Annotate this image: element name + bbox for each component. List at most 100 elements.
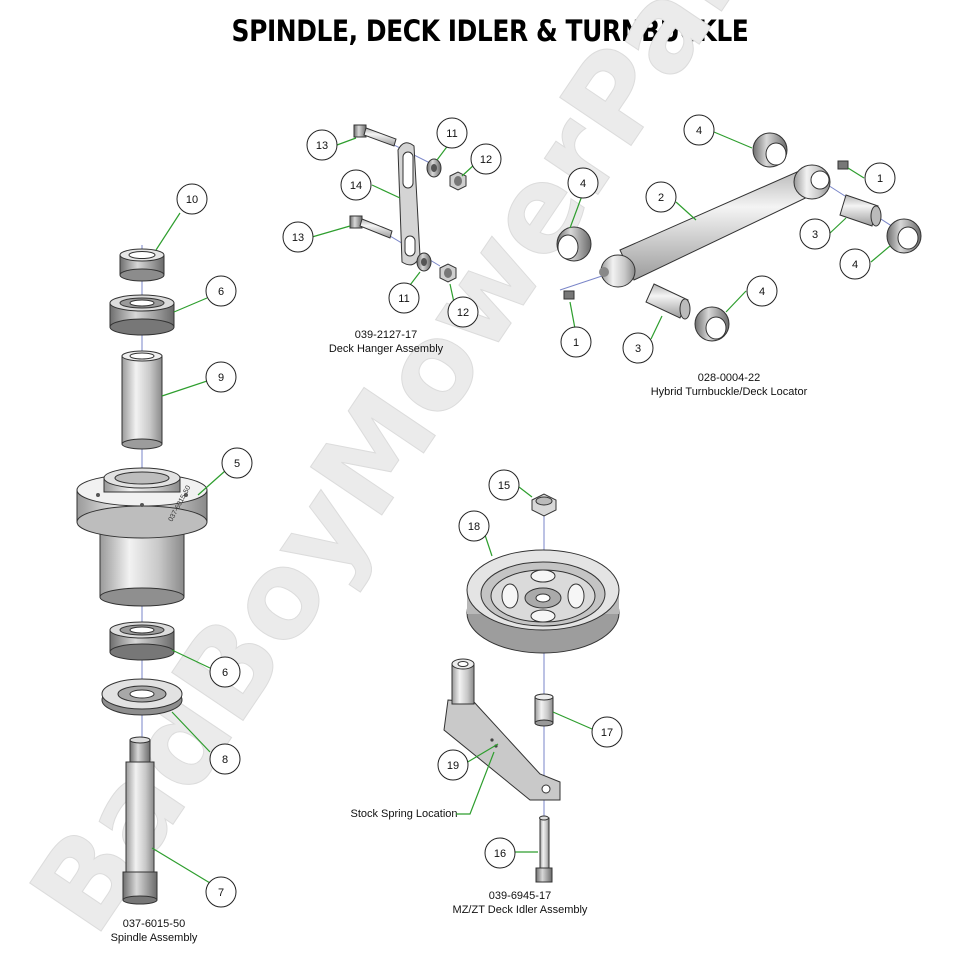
svg-text:17: 17 (601, 727, 613, 739)
idler-bolt-16 (535, 815, 553, 883)
turnbuckle-part-number: 028-0004-22 (698, 372, 760, 384)
spindle-part-number: 037-6015-50 (123, 918, 185, 930)
idler-nut-15 (531, 493, 557, 517)
callout-1-top: 1 (864, 162, 896, 194)
idler-name: MZ/ZT Deck Idler Assembly (453, 904, 588, 916)
bushing-4-top (752, 132, 788, 168)
callout-6-upper: 6 (205, 275, 237, 307)
callout-1-lower: 1 (560, 326, 592, 358)
idler-arm-19 (443, 658, 561, 801)
svg-text:14: 14 (350, 180, 362, 192)
callout-2: 2 (645, 181, 677, 213)
spindle-assembly: 037-6015-50 (76, 245, 208, 905)
spindle-housing-5: 037-6015-50 (76, 467, 208, 607)
hanger-arm-14 (397, 142, 421, 266)
svg-text:15: 15 (498, 480, 510, 492)
bushing-4-bottom (694, 306, 730, 342)
callout-6-lower: 6 (209, 656, 241, 688)
svg-text:4: 4 (696, 125, 702, 137)
svg-text:13: 13 (316, 140, 328, 152)
callout-11-upper: 11 (436, 117, 468, 149)
svg-text:11: 11 (446, 128, 457, 140)
svg-text:4: 4 (759, 286, 765, 298)
idler-spacer-17 (534, 693, 554, 727)
svg-text:12: 12 (480, 154, 492, 166)
nut-11-lower (416, 252, 432, 272)
spacer-3-lower (645, 283, 691, 320)
seal-plate-8 (101, 678, 183, 716)
svg-text:18: 18 (468, 521, 480, 533)
callout-10: 10 (176, 183, 208, 215)
locknut-12-lower (439, 263, 457, 283)
svg-text:7: 7 (218, 887, 224, 899)
callout-12-upper: 12 (470, 143, 502, 175)
bushing-4-left (556, 226, 592, 262)
spacer-tube-9 (121, 350, 163, 450)
deck-hanger-name: Deck Hanger Assembly (329, 343, 444, 355)
callout-19: 19 (437, 749, 469, 781)
svg-text:6: 6 (222, 667, 228, 679)
turnbuckle-name: Hybrid Turnbuckle/Deck Locator (651, 386, 808, 398)
callout-9: 9 (205, 361, 237, 393)
callout-16: 16 (484, 837, 516, 869)
turnbuckle-tube-2 (599, 164, 831, 288)
svg-text:9: 9 (218, 372, 224, 384)
set-screw-1-top (837, 160, 849, 170)
callout-8: 8 (209, 743, 241, 775)
page-title: SPINDLE, DECK IDLER & TURNBUCKLE (231, 14, 749, 48)
svg-text:4: 4 (580, 178, 586, 190)
bearing-6-upper (109, 294, 175, 336)
callout-4-left: 4 (567, 167, 599, 199)
spindle-name: Spindle Assembly (111, 932, 198, 944)
svg-text:11: 11 (398, 293, 409, 305)
svg-text:10: 10 (186, 194, 198, 206)
callout-4-bottom: 4 (746, 275, 778, 307)
nut-11-upper (426, 158, 442, 178)
stock-spring-leader (456, 751, 495, 815)
deck-hanger-part-number: 039-2127-17 (355, 329, 417, 341)
svg-text:8: 8 (222, 754, 228, 766)
svg-text:4: 4 (852, 259, 858, 271)
callout-17: 17 (591, 716, 623, 748)
callout-18: 18 (458, 510, 490, 542)
callout-3-right: 3 (799, 218, 831, 250)
callout-13-lower: 13 (282, 221, 314, 253)
idler-pulley-18 (466, 549, 620, 654)
locknut-12-upper (449, 171, 467, 191)
idler-part-number: 039-6945-17 (489, 890, 551, 902)
bolt-13-upper (353, 124, 397, 147)
svg-text:19: 19 (447, 760, 459, 772)
callout-14: 14 (340, 169, 372, 201)
stock-spring-label: Stock Spring Location (350, 808, 457, 820)
bushing-4-right (886, 218, 922, 254)
svg-text:16: 16 (494, 848, 506, 860)
svg-text:2: 2 (658, 192, 664, 204)
bearing-6-lower (109, 621, 175, 661)
callout-13-upper: 13 (306, 129, 338, 161)
svg-text:13: 13 (292, 232, 304, 244)
deck-hanger-assembly (349, 124, 467, 283)
spacer-3-right (839, 194, 882, 227)
seal-10 (119, 248, 165, 282)
svg-text:5: 5 (234, 458, 240, 470)
callout-11-lower: 11 (388, 282, 420, 314)
svg-text:3: 3 (635, 343, 641, 355)
svg-text:6: 6 (218, 286, 224, 298)
svg-text:3: 3 (812, 229, 818, 241)
idler-assembly (443, 493, 620, 883)
callout-3-lower: 3 (622, 332, 654, 364)
spindle-shaft-7 (122, 736, 158, 905)
callout-4-top: 4 (683, 114, 715, 146)
turnbuckle-assembly (556, 132, 922, 342)
callout-15: 15 (488, 469, 520, 501)
bolt-13-lower (349, 215, 393, 239)
callout-7: 7 (205, 876, 237, 908)
callout-12-lower: 12 (447, 296, 479, 328)
svg-text:12: 12 (457, 307, 469, 319)
set-screw-1-lower (563, 290, 575, 300)
svg-text:1: 1 (573, 337, 579, 349)
svg-text:1: 1 (877, 173, 883, 185)
callout-4-right: 4 (839, 248, 871, 280)
callout-5: 5 (221, 447, 253, 479)
